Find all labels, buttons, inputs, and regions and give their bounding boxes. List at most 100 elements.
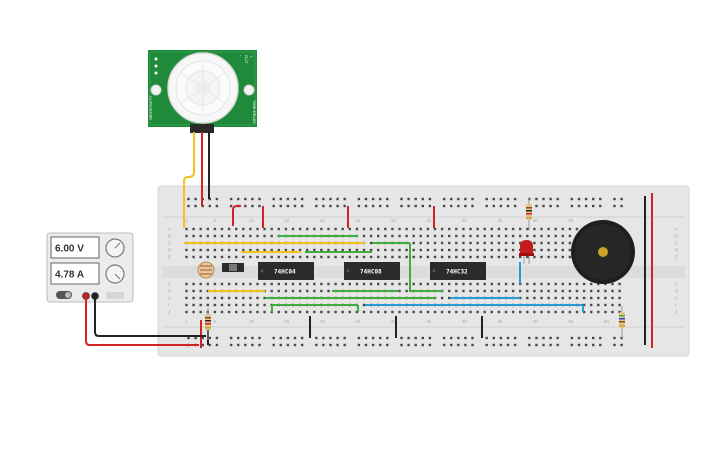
breadboard-hole xyxy=(185,227,188,231)
breadboard-hole xyxy=(533,282,536,286)
breadboard-hole xyxy=(208,204,211,208)
breadboard-hole xyxy=(263,234,266,238)
wire-red[interactable] xyxy=(85,296,199,346)
breadboard-hole xyxy=(229,204,233,208)
breadboard-hole xyxy=(504,255,508,259)
breadboard-hole xyxy=(549,197,552,201)
breadboard-hole xyxy=(575,310,579,314)
breadboard-hole xyxy=(235,255,238,259)
breadboard-column-number: 25 xyxy=(355,319,361,324)
breadboard-hole xyxy=(497,234,501,238)
pir-label-sensitivity: SENSITIVITY xyxy=(148,95,153,120)
breadboard-hole xyxy=(343,204,346,208)
breadboard-hole xyxy=(428,336,432,340)
slide-switch[interactable] xyxy=(222,263,244,272)
breadboard-hole xyxy=(554,234,557,238)
breadboard-hole xyxy=(279,336,282,340)
breadboard-hole xyxy=(485,336,488,340)
breadboard-hole xyxy=(497,310,501,314)
breadboard-hole xyxy=(357,204,361,208)
breadboard-hole xyxy=(192,303,195,307)
breadboard-hole xyxy=(428,343,432,347)
breadboard-hole xyxy=(419,248,422,252)
wire-yellow[interactable] xyxy=(183,132,195,228)
breadboard-hole xyxy=(440,241,444,245)
breadboard-hole xyxy=(320,282,323,286)
wires[interactable] xyxy=(184,205,584,348)
breadboard-hole xyxy=(483,234,486,238)
breadboard-hole xyxy=(208,343,211,347)
breadboard-hole xyxy=(379,197,382,201)
breadboard-hole xyxy=(384,282,387,286)
breadboard-hole xyxy=(476,310,479,314)
breadboard-hole xyxy=(220,303,224,307)
breadboard-hole xyxy=(220,227,224,231)
power-supply[interactable]: 6.00 V 4.78 A xyxy=(46,232,134,303)
photoresistor[interactable] xyxy=(197,261,215,279)
breadboard-hole xyxy=(272,343,275,347)
breadboard-hole xyxy=(412,310,415,314)
breadboard-hole xyxy=(206,227,209,231)
breadboard-hole xyxy=(341,248,344,252)
breadboard-hole xyxy=(249,310,252,314)
wire-black[interactable] xyxy=(94,296,206,337)
breadboard-hole xyxy=(462,248,465,252)
pir-label-delay: TIME-DELAY xyxy=(252,100,257,124)
breadboard-hole xyxy=(597,310,600,314)
breadboard-hole xyxy=(334,282,337,286)
breadboard-hole xyxy=(547,282,550,286)
breadboard-hole xyxy=(384,234,387,238)
breadboard-hole xyxy=(279,343,282,347)
breadboard-hole xyxy=(364,197,368,201)
breadboard-hole xyxy=(533,234,536,238)
breadboard-hole xyxy=(199,255,202,259)
breadboard-hole xyxy=(235,303,238,307)
breadboard-hole xyxy=(511,255,515,259)
breadboard-hole xyxy=(242,310,245,314)
breadboard-hole xyxy=(497,255,501,259)
breadboard-hole xyxy=(469,289,472,293)
breadboard-hole xyxy=(348,227,351,231)
breadboard-hole xyxy=(227,296,231,300)
red-led[interactable] xyxy=(519,240,534,264)
breadboard-hole xyxy=(570,204,574,208)
breadboard-hole xyxy=(533,310,536,314)
sensitivity-pot[interactable] xyxy=(150,84,162,96)
current-readout: 4.78 A xyxy=(55,270,84,281)
breadboard-hole xyxy=(490,289,493,293)
breadboard-hole xyxy=(227,248,231,252)
breadboard-hole xyxy=(499,343,503,347)
wire-red[interactable] xyxy=(232,205,241,226)
breadboard-hole xyxy=(300,343,304,347)
breadboard-hole xyxy=(506,336,510,340)
breadboard-hole xyxy=(327,310,330,314)
breadboard-hole xyxy=(362,282,366,286)
breadboard-hole xyxy=(185,255,188,259)
breadboard-hole xyxy=(490,255,493,259)
resistor[interactable] xyxy=(526,198,532,230)
resistor[interactable] xyxy=(619,306,625,338)
breadboard-hole xyxy=(568,289,572,293)
delay-pot[interactable] xyxy=(243,84,255,96)
breadboard-hole xyxy=(306,248,309,252)
breadboard-hole xyxy=(251,204,254,208)
breadboard-column-number: 10 xyxy=(249,218,255,223)
breadboard-hole xyxy=(263,248,266,252)
breadboard-hole xyxy=(199,296,202,300)
breadboard-hole xyxy=(377,248,380,252)
pir-sensor[interactable]: SENSITIVITY TIME-DELAY + OUT - xyxy=(148,50,257,133)
breadboard-hole xyxy=(213,234,217,238)
piezo-buzzer[interactable] xyxy=(571,220,635,284)
breadboard-hole xyxy=(263,296,266,300)
breadboard-hole xyxy=(490,310,493,314)
breadboard-hole xyxy=(428,204,432,208)
breadboard-hole xyxy=(448,227,451,231)
breadboard-hole xyxy=(242,227,245,231)
breadboard-column-number: 1 xyxy=(185,218,188,223)
resistor[interactable] xyxy=(205,308,211,340)
breadboard-hole xyxy=(298,227,302,231)
breadboard-hole xyxy=(377,255,380,259)
breadboard-column-number: 20 xyxy=(320,218,326,223)
breadboard-hole xyxy=(448,241,451,245)
breadboard-hole xyxy=(611,282,614,286)
